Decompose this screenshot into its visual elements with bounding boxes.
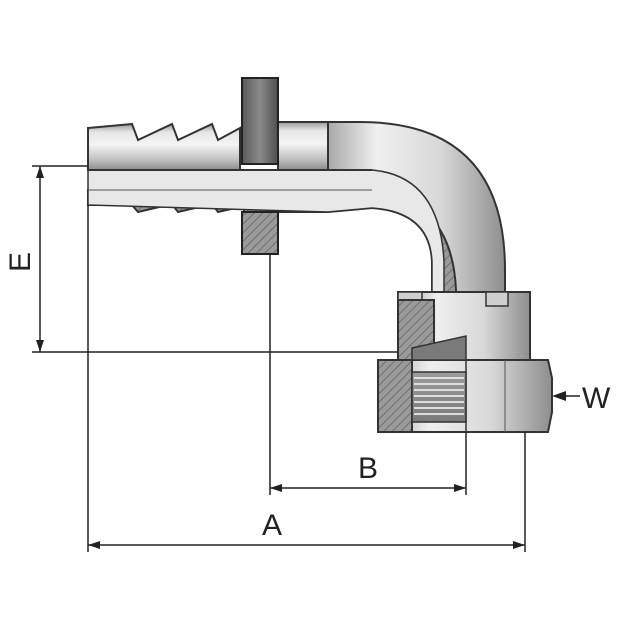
hex-nut-section — [377, 359, 413, 433]
dimension-label-w: W — [582, 382, 611, 415]
hose-barb-stem — [87, 122, 241, 171]
tube-straight — [277, 121, 329, 171]
dimension-label-a: A — [262, 509, 282, 542]
thread-lines — [414, 377, 464, 415]
collar-ring-section — [241, 211, 279, 255]
dimension-arrows — [36, 166, 566, 549]
dimension-label-b: B — [358, 452, 378, 485]
collar-ring — [241, 77, 279, 165]
seat-cone — [411, 335, 467, 361]
dimension-label-e: E — [4, 252, 37, 272]
